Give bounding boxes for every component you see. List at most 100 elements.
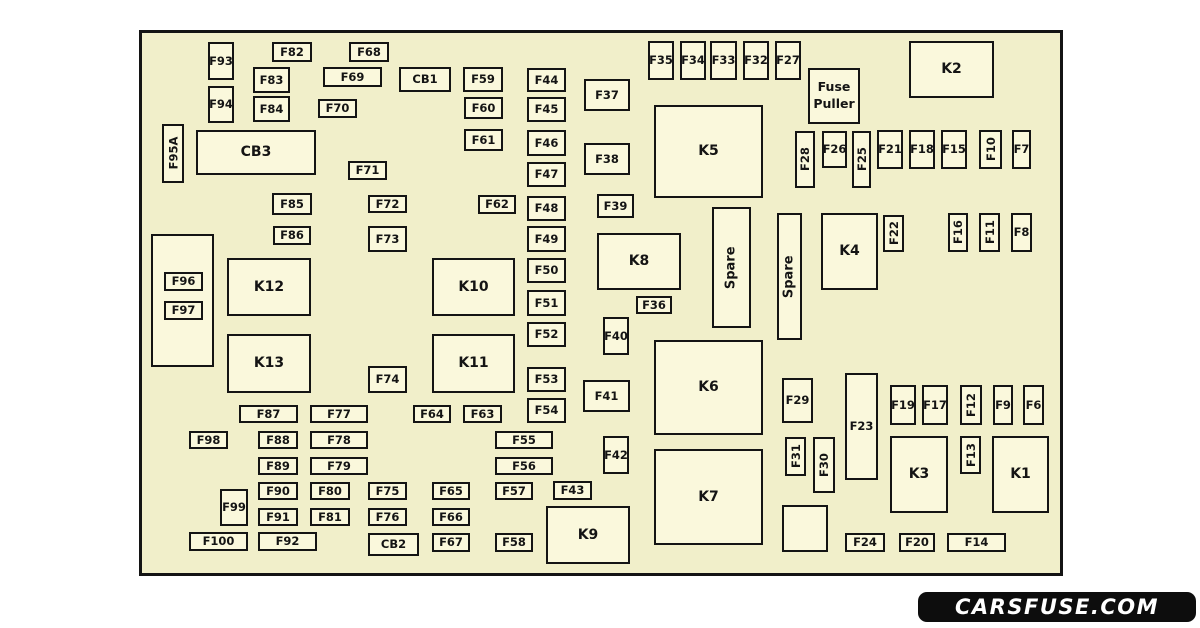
- fuse-F100-label: F100: [202, 534, 235, 549]
- fuse-F69-label: F69: [340, 69, 365, 84]
- fuse-F76-label: F76: [375, 509, 400, 524]
- circuit-breaker-CB1-label: CB1: [412, 72, 438, 87]
- spare-slot-1-label: Spare: [723, 246, 739, 289]
- fuse-F12-label: F12: [963, 393, 978, 417]
- fuse-F28: F28: [795, 131, 815, 188]
- relay-K2-label: K2: [941, 61, 962, 78]
- fuse-F35-label: F35: [649, 53, 673, 68]
- carsfuse-logo: CARSFUSE.COM: [918, 592, 1196, 622]
- fuse-F79-label: F79: [327, 458, 351, 473]
- fuse-F77: F77: [310, 405, 368, 423]
- fuse-F91-label: F91: [266, 509, 290, 524]
- fuse-F18-label: F18: [910, 142, 934, 157]
- spare-slot-2-label: Spare: [781, 255, 797, 298]
- circuit-breaker-CB3-label: CB3: [240, 144, 272, 161]
- fuse-F62: F62: [478, 195, 516, 214]
- fuse-F62-label: F62: [485, 197, 509, 212]
- fuse-F21: F21: [877, 130, 903, 169]
- fuse-F44-label: F44: [534, 72, 559, 87]
- fuse-F42-label: F42: [604, 447, 628, 462]
- fuse-F68: F68: [349, 42, 389, 62]
- fuse-F88: F88: [258, 431, 298, 449]
- fuse-F96-label: F96: [171, 274, 196, 289]
- circuit-breaker-CB2: CB2: [368, 533, 419, 556]
- relay-K2: K2: [909, 41, 994, 98]
- fuse-F90-label: F90: [266, 483, 290, 498]
- fuse-F11-label: F11: [982, 220, 997, 245]
- fuse-F53: F53: [527, 367, 566, 392]
- fuse-F7-label: F7: [1013, 142, 1030, 157]
- relay-K8-label: K8: [628, 253, 650, 270]
- fuse-F63: F63: [463, 405, 502, 423]
- fuse-F75-label: F75: [375, 483, 400, 498]
- fuse-F26-label: F26: [822, 142, 847, 157]
- spare-slot-1: Spare: [712, 207, 751, 328]
- fuse-F90: F90: [258, 482, 298, 500]
- fuse-F43-label: F43: [560, 483, 585, 498]
- fuse-F29-label: F29: [785, 393, 810, 408]
- fuse-F77-label: F77: [327, 406, 351, 421]
- fuse-F54-label: F54: [534, 403, 559, 418]
- fuse-F78-label: F78: [327, 432, 351, 447]
- fuse-F46-label: F46: [534, 135, 559, 150]
- fuse-F50-label: F50: [534, 263, 559, 278]
- fuse-F56-label: F56: [512, 458, 536, 473]
- fuse-F45-label: F45: [534, 102, 559, 117]
- fuse-F28-label: F28: [797, 147, 812, 172]
- fuse-F71: F71: [348, 161, 387, 180]
- fuse-F69: F69: [323, 67, 382, 87]
- fuse-F36: F36: [636, 296, 672, 314]
- fuse-F21-label: F21: [878, 142, 902, 157]
- fuse-F81-label: F81: [318, 509, 342, 524]
- fuse-F51-label: F51: [534, 295, 559, 310]
- fuse-F80: F80: [310, 482, 350, 500]
- fuse-F27-label: F27: [776, 53, 800, 68]
- fuse-F99: F99: [220, 489, 248, 526]
- relay-K9-label: K9: [577, 526, 599, 543]
- fuse-F7: F7: [1012, 130, 1031, 169]
- fuse-F51: F51: [527, 290, 566, 316]
- fuse-F82: F82: [272, 42, 312, 62]
- fuse-F23-label: F23: [849, 419, 874, 434]
- fuse-F23: F23: [845, 373, 878, 480]
- fuse-F85: F85: [272, 193, 312, 215]
- fuse-F84-label: F84: [259, 101, 284, 116]
- fuse-F76: F76: [368, 508, 407, 526]
- fuse-F45: F45: [527, 97, 566, 122]
- fuse-F78: F78: [310, 431, 368, 449]
- circuit-breaker-CB1: CB1: [399, 67, 451, 92]
- fuse-F19-label: F19: [891, 397, 915, 412]
- fuse-F74-label: F74: [375, 372, 400, 387]
- fuse-F92: F92: [258, 532, 317, 551]
- fuse-F98-label: F98: [196, 432, 221, 447]
- fuse-F73: F73: [368, 226, 407, 252]
- fuse-F13: F13: [960, 436, 981, 474]
- fuse-F56: F56: [495, 457, 553, 475]
- spare-slot-2: Spare: [777, 213, 802, 340]
- relay-K7: K7: [654, 449, 763, 545]
- fuse-F32-label: F32: [744, 53, 768, 68]
- relay-K6: K6: [654, 340, 763, 435]
- fuse-F39-label: F39: [603, 198, 628, 213]
- fuse-F10-label: F10: [983, 137, 998, 162]
- fuse-F59-label: F59: [471, 72, 495, 87]
- fuse-F70: F70: [318, 99, 357, 118]
- fuse-F40: F40: [603, 317, 629, 355]
- fuse-F34-label: F34: [681, 53, 705, 68]
- fuse-F33-label: F33: [711, 53, 736, 68]
- fuse-F37-label: F37: [595, 87, 619, 102]
- fuse-F97-label: F97: [171, 303, 196, 318]
- fuse-F92-label: F92: [275, 534, 300, 549]
- fuse-F25: F25: [852, 131, 871, 188]
- fuse-F24-label: F24: [853, 535, 877, 550]
- fuse-F98: F98: [189, 431, 228, 449]
- fuse-F52-label: F52: [534, 327, 559, 342]
- fuse-F36-label: F36: [642, 297, 666, 312]
- fuse-F80-label: F80: [318, 483, 342, 498]
- circuit-breaker-CB3: CB3: [196, 130, 316, 175]
- fuse-F15: F15: [941, 130, 967, 169]
- fuse-F63-label: F63: [470, 406, 495, 421]
- fuse-F29: F29: [782, 378, 813, 423]
- fuse-F86-label: F86: [280, 228, 304, 243]
- fuse-F14-label: F14: [964, 535, 989, 550]
